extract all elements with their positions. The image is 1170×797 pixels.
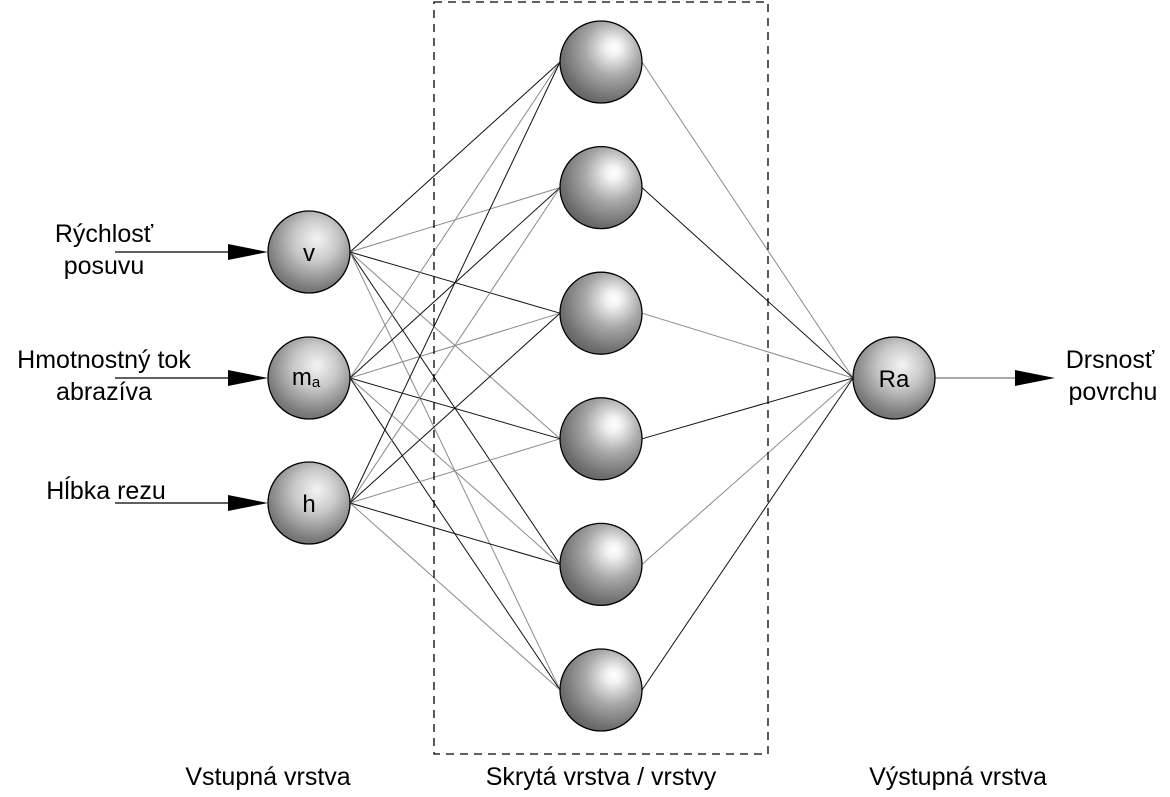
hidden-node-5 [559,522,643,607]
input-node-mass-flow-main: m [292,364,312,391]
hidden-node-6 [559,648,643,732]
input-arrowhead-mass-flow [228,370,268,386]
connection-input-2-hidden-1 [349,187,561,504]
hidden-node-3 [559,271,643,355]
input-node-depth: h [267,461,351,545]
output-arrowhead [1015,370,1055,386]
connection-hidden-0-output [641,61,854,379]
output-label-line1: Drsnosť [1066,346,1155,374]
connection-input-2-hidden-4 [349,502,561,565]
input-arrowhead-speed [228,244,268,260]
connection-input-2-hidden-3 [349,438,561,504]
input-node-depth-label: h [302,491,315,518]
connection-input-1-hidden-0 [349,61,561,379]
input-arrowhead-depth [228,495,268,511]
output-label-line2: povrchu [1069,378,1158,406]
output-node: Ra [852,336,936,420]
input-label-mass-flow-line1: Hmotnostný tok [17,346,191,374]
input-node-speed-label: v [303,240,315,267]
hidden-node-2 [559,145,643,230]
connection-input-2-hidden-2 [349,312,561,504]
hidden-node-4 [559,397,643,481]
hidden-node-1 [559,20,643,104]
connection-input-2-hidden-0 [349,61,561,504]
input-label-speed-line1: Rýchlosť [55,220,154,248]
connection-hidden-3-output [641,377,854,440]
connection-hidden-2-output [641,312,854,379]
hidden-layer-box [433,1,769,755]
input-label-mass-flow-line2: abrazíva [56,378,152,406]
connection-hidden-1-output [641,187,854,379]
input-arrows [115,244,268,511]
connections-layer [349,61,854,691]
input-node-mass-flow: ma [267,336,351,420]
hidden-nodes [559,20,643,732]
input-node-speed: v [267,210,351,294]
layer-label-input: Vstupná vrstva [185,763,350,791]
input-label-speed-line2: posuvu [64,252,145,280]
input-label-depth: Hĺbka rezu [46,475,166,505]
input-node-mass-flow-label: ma [292,364,321,391]
output-node-label: Ra [879,366,910,393]
connection-hidden-5-output [641,377,854,691]
layer-label-hidden: Skrytá vrstva / vrstvy [486,763,717,791]
connection-hidden-4-output [641,377,854,565]
connection-input-0-hidden-0 [349,61,561,253]
output-arrow [935,370,1055,386]
input-node-mass-flow-subscript: a [312,374,321,391]
layer-label-output: Výstupná vrstva [869,763,1047,791]
connection-input-2-hidden-5 [349,502,561,691]
